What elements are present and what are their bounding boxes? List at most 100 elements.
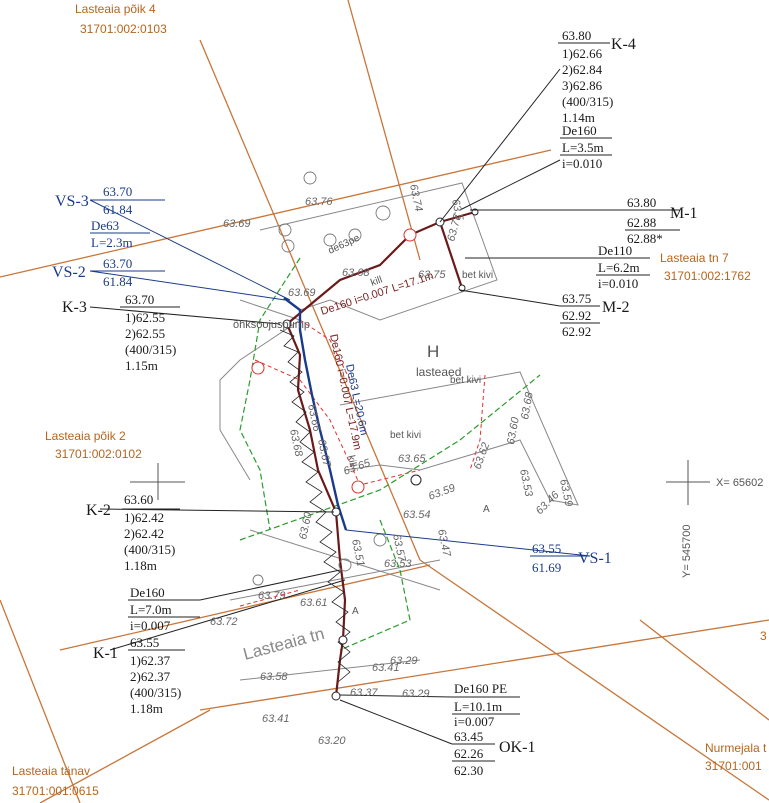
- spot-height: 63.79: [258, 590, 286, 602]
- ok1-l1: 62.26: [454, 746, 484, 761]
- k4-pipe-type: De160: [562, 123, 597, 138]
- spot-height: 63.41: [262, 713, 290, 725]
- m1-pipe-slope: i=0.010: [598, 276, 638, 291]
- building-letter: H: [427, 342, 439, 361]
- parcel-id-top-left: 31701:002:0103: [80, 22, 167, 36]
- spot-height: 63.68: [519, 390, 536, 420]
- parcel-name-bottom-left: Lasteaia tänav: [12, 764, 90, 778]
- letter-a-1: A: [483, 504, 490, 515]
- spot-height: 63.53: [384, 558, 412, 570]
- k3-l4: 1.15m: [125, 358, 158, 373]
- k1-pipe-slope: i=0.007: [130, 618, 171, 633]
- bet-kivi-label-3: bet kivi: [390, 430, 421, 441]
- ok1-pipe-type: De160 PE: [454, 681, 507, 696]
- vs2-name: VS-2: [52, 264, 86, 281]
- street-label: Lasteaia tn: [241, 624, 326, 664]
- ok1-top: 63.45: [454, 729, 483, 744]
- parcel-name-top-left: Lasteaia põik 4: [75, 2, 156, 16]
- m2-l1: 62.92: [562, 308, 591, 323]
- spot-height: 63.58: [260, 671, 288, 683]
- k2-name: K-2: [86, 502, 111, 519]
- k2-l1: 1)62.42: [124, 510, 164, 525]
- k4-top: 63.80: [562, 28, 591, 43]
- building-footprint: [219, 182, 579, 681]
- vs3-bottom: 61.84: [103, 202, 133, 217]
- spot-height: 63.69: [288, 287, 316, 299]
- spot-height: 63.66: [305, 403, 323, 433]
- coord-y-label: Y= 545700: [681, 524, 693, 578]
- spot-height: 63.75: [418, 269, 446, 281]
- coord-x-label: X= 65602: [716, 477, 763, 489]
- k3-l1: 1)62.55: [125, 310, 165, 325]
- k4-l1: 1)62.66: [562, 46, 603, 61]
- k1-l2: 2)62.37: [130, 669, 171, 684]
- de63pe-label: de63pe: [327, 232, 362, 256]
- parcel-id-left-mid: 31701:002:0102: [55, 447, 142, 461]
- spot-height: 63.76: [305, 196, 333, 208]
- spot-height: 63.47: [435, 528, 453, 558]
- vs1-top: 63.55: [532, 541, 561, 556]
- spot-heights: 63.76 63.69 63.68 63.69 63.75 63.65 63.6…: [210, 183, 575, 747]
- k4-pipe-len: L=3.5m: [562, 140, 604, 155]
- spot-height: 63.46: [534, 489, 563, 518]
- k4-pipe-slope: i=0.010: [562, 156, 602, 171]
- vs2-bottom: 61.84: [103, 274, 133, 289]
- k1-pipe-len: L=7.0m: [130, 602, 172, 617]
- k4-l4: (400/315): [562, 94, 613, 109]
- bet-kivi-label-1: bet kivi: [450, 375, 481, 386]
- m1-name: M-1: [670, 205, 698, 222]
- k3-l2: 2)62.55: [125, 326, 165, 341]
- k2-l3: (400/315): [124, 542, 175, 557]
- k4-name: K-4: [611, 36, 636, 53]
- k3-l3: (400/315): [125, 342, 176, 357]
- ok1-pipe-slope: i=0.007: [454, 714, 495, 729]
- spot-height: 63.65: [398, 453, 426, 465]
- spot-height: 63.20: [318, 735, 346, 747]
- m2-name: M-2: [602, 299, 630, 316]
- heat-pump-label: õhksoojuspump: [233, 319, 310, 331]
- leader-lines-blue: [89, 199, 591, 557]
- vs3-pipe-type: De63: [91, 218, 119, 233]
- spot-height: 63.67: [315, 438, 333, 468]
- spot-height: 63.59: [557, 478, 574, 507]
- sewer-pipe-zigzag: [279, 329, 351, 683]
- spot-height: 63.69: [223, 218, 251, 230]
- building-name: lasteaed: [416, 365, 461, 379]
- parcel-id-bottom-left: 31701:001:0615: [12, 784, 99, 798]
- spot-height: 63.54: [403, 509, 431, 521]
- m1-top: 63.80: [627, 195, 656, 210]
- bet-kivi-label-2: bet kivi: [462, 270, 493, 281]
- vs3-name: VS-3: [55, 193, 89, 210]
- k4-l5: 1.14m: [562, 110, 595, 125]
- k3-name: K-3: [62, 299, 87, 316]
- k1-pipe-type: De160: [130, 585, 165, 600]
- spot-height: 63.61: [300, 597, 328, 609]
- parcel-name-bottom-right: Nurmejala t: [705, 741, 767, 755]
- k2-l2: 2)62.42: [124, 526, 164, 541]
- k2-top: 63.60: [124, 492, 153, 507]
- parcel-name-left-mid: Lasteaia põik 2: [45, 429, 126, 443]
- spot-height: 63.5: [449, 198, 465, 222]
- spot-height: 63.57: [390, 533, 408, 563]
- k1-name: K-1: [93, 645, 118, 662]
- spot-height: 63.53: [517, 468, 535, 498]
- k1-l1: 1)62.37: [130, 653, 171, 668]
- spot-height: 63.29: [402, 688, 430, 700]
- green-utility-line: [239, 257, 541, 651]
- k2-l4: 1.18m: [124, 558, 157, 573]
- coordinate-cross: [130, 460, 710, 505]
- ok1-l2: 62.30: [454, 763, 483, 778]
- spot-height: 63.62: [472, 441, 493, 471]
- k1-top: 63.55: [130, 635, 159, 650]
- spot-height: 63.60: [505, 415, 522, 445]
- vs2-top: 63.70: [103, 256, 132, 271]
- tree-symbols: [252, 171, 391, 586]
- parcel-id-bottom-right: 31701:001: [705, 759, 762, 773]
- vs1-bottom: 61.69: [532, 560, 561, 575]
- vs3-top: 63.70: [103, 184, 132, 199]
- m1-l2: 62.88*: [627, 231, 663, 246]
- spot-height: 63.41: [372, 662, 400, 674]
- red-utility-line: [239, 319, 486, 607]
